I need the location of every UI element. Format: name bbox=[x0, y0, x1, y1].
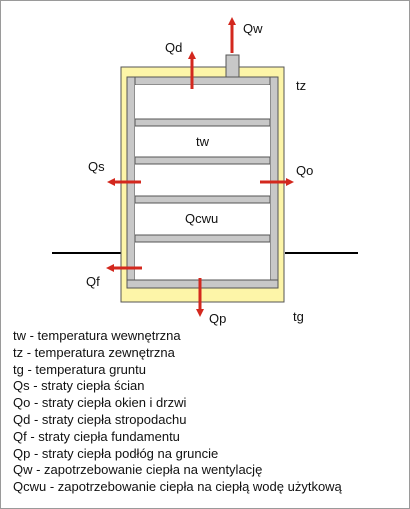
legend-item-tg: tg - temperatura gruntu bbox=[13, 361, 146, 377]
floor-slab-2 bbox=[134, 156, 271, 165]
label-qw: Qw bbox=[243, 21, 263, 36]
legend-item-qs: Qs - straty ciepła ścian bbox=[13, 378, 145, 394]
legend-item-qcwu: Qcwu - zapotrzebowanie ciepła na ciepłą … bbox=[13, 479, 342, 495]
roof-slab bbox=[126, 76, 279, 86]
label-qp: Qp bbox=[209, 311, 226, 326]
legend-item-qf: Qf - straty ciepła fundamentu bbox=[13, 428, 180, 444]
floor-slab-4 bbox=[134, 234, 271, 243]
legend-item-qd: Qd - straty ciepła stropodachu bbox=[13, 411, 187, 427]
legend-item-qw: Qw - zapotrzebowanie ciepła na wentylacj… bbox=[13, 462, 263, 478]
ventilation-chimney bbox=[225, 54, 240, 80]
legend-item-tz: tz - temperatura zewnętrzna bbox=[13, 344, 175, 360]
legend-item-tw: tw - temperatura wewnętrzna bbox=[13, 328, 181, 343]
floor-slab-3 bbox=[134, 195, 271, 204]
label-qcwu: Qcwu bbox=[185, 211, 218, 226]
label-qf: Qf bbox=[86, 274, 100, 289]
label-tw: tw bbox=[196, 134, 210, 149]
label-qo: Qo bbox=[296, 163, 313, 178]
ground-slab bbox=[126, 279, 279, 289]
legend-item-qp: Qp - straty ciepła podłóg na gruncie bbox=[13, 445, 219, 461]
label-tz: tz bbox=[296, 78, 306, 93]
interior bbox=[135, 85, 270, 280]
label-tg: tg bbox=[293, 309, 304, 324]
legend-list: tw - temperatura wewnętrzna tz - tempera… bbox=[13, 328, 342, 496]
legend-item-qo: Qo - straty ciepła okien i drzwi bbox=[13, 395, 187, 411]
label-qd: Qd bbox=[165, 40, 182, 55]
floor-slab-1 bbox=[134, 118, 271, 127]
label-qs: Qs bbox=[88, 159, 105, 174]
